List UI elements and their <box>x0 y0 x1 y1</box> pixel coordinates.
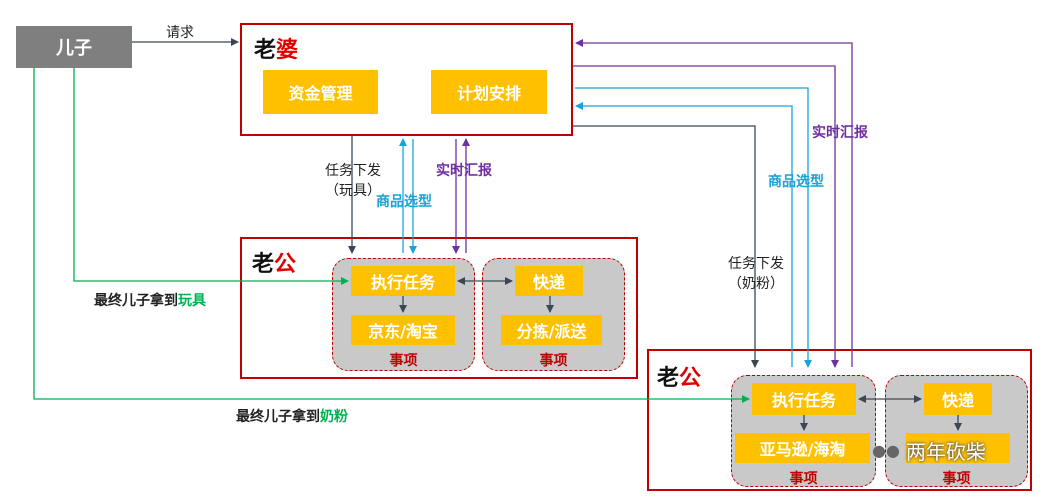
arrow-final-milk <box>33 68 750 403</box>
husband1-courier-box: 快递 <box>515 266 583 296</box>
product-select-label-1: 商品选型 <box>376 194 432 210</box>
arrow-task-milk <box>573 125 759 368</box>
husband2-matter-label-right: 事项 <box>942 471 971 487</box>
husband1-sort-deliver-label: 分拣/派送 <box>516 322 587 341</box>
husband2-exec-task-label: 执行任务 <box>771 391 836 410</box>
task-toy-label: 任务下发 （玩具） <box>316 160 390 200</box>
arrow-final-toy <box>73 68 349 285</box>
arrow-realtime-report-2a <box>575 39 853 367</box>
task-milk-line1: 任务下发 <box>728 256 784 272</box>
husband2-title-highlight: 公 <box>679 366 702 391</box>
husband1-courier-label: 快递 <box>532 273 565 292</box>
wife-title: 老婆 <box>254 32 298 64</box>
plan-arrangement-box: 计划安排 <box>431 70 547 114</box>
realtime-report-label-2: 实时汇报 <box>812 125 868 141</box>
husband2-matter-label-left: 事项 <box>789 471 818 487</box>
product-select-label-2: 商品选型 <box>768 174 824 190</box>
funds-management-box: 资金管理 <box>263 70 378 114</box>
husband2-shop-label: 亚马逊/海淘 <box>759 440 846 459</box>
husband1-matter-label-right: 事项 <box>539 353 568 369</box>
husband1-shop-label: 京东/淘宝 <box>368 322 438 341</box>
realtime-report-label-1: 实时汇报 <box>436 163 492 179</box>
task-milk-label: 任务下发 （奶粉） <box>718 253 794 293</box>
husband1-exec-task-box: 执行任务 <box>351 266 455 296</box>
final-toy-prefix: 最终儿子拿到 <box>94 293 178 309</box>
husband1-title-highlight: 公 <box>274 252 297 277</box>
son-box: 儿子 <box>16 26 132 68</box>
watermark: ●● 两年砍柴 <box>872 436 986 465</box>
husband1-title-prefix: 老 <box>252 252 275 277</box>
husband1-sort-deliver-box: 分拣/派送 <box>501 315 602 345</box>
task-toy-line2: （玩具） <box>325 183 381 199</box>
husband1-title: 老公 <box>252 246 296 278</box>
husband2-exec-task-box: 执行任务 <box>752 383 856 415</box>
request-label: 请求 <box>166 25 194 41</box>
final-toy-item: 玩具 <box>178 293 206 309</box>
arrow-product-select-2b <box>575 102 793 367</box>
final-milk-item: 奶粉 <box>320 409 348 425</box>
funds-management-label: 资金管理 <box>288 84 353 103</box>
wechat-icon: ●● <box>872 441 900 460</box>
final-milk-prefix: 最终儿子拿到 <box>236 409 320 425</box>
husband2-courier-box: 快递 <box>924 383 992 415</box>
final-toy-label: 最终儿子拿到玩具 <box>94 290 206 310</box>
arrow-realtime-report-2b <box>573 65 839 368</box>
husband1-shop-box: 京东/淘宝 <box>351 315 455 345</box>
husband1-matter-label-left: 事项 <box>389 353 418 369</box>
husband2-courier-label: 快递 <box>941 391 974 410</box>
husband2-title-prefix: 老 <box>657 366 680 391</box>
final-milk-label: 最终儿子拿到奶粉 <box>236 406 348 426</box>
watermark-text: 两年砍柴 <box>905 440 986 464</box>
task-toy-line1: 任务下发 <box>325 163 381 179</box>
husband1-exec-task-label: 执行任务 <box>370 273 435 292</box>
son-label: 儿子 <box>56 38 92 59</box>
plan-arrangement-label: 计划安排 <box>456 84 521 103</box>
husband2-shop-box: 亚马逊/海淘 <box>735 433 870 463</box>
task-milk-line2: （奶粉） <box>728 276 784 292</box>
husband2-hidden-box <box>906 433 1010 463</box>
wife-title-prefix: 老 <box>254 38 277 63</box>
wife-title-highlight: 婆 <box>276 38 299 63</box>
husband2-title: 老公 <box>657 360 701 392</box>
arrow-product-select-2a <box>575 87 812 368</box>
